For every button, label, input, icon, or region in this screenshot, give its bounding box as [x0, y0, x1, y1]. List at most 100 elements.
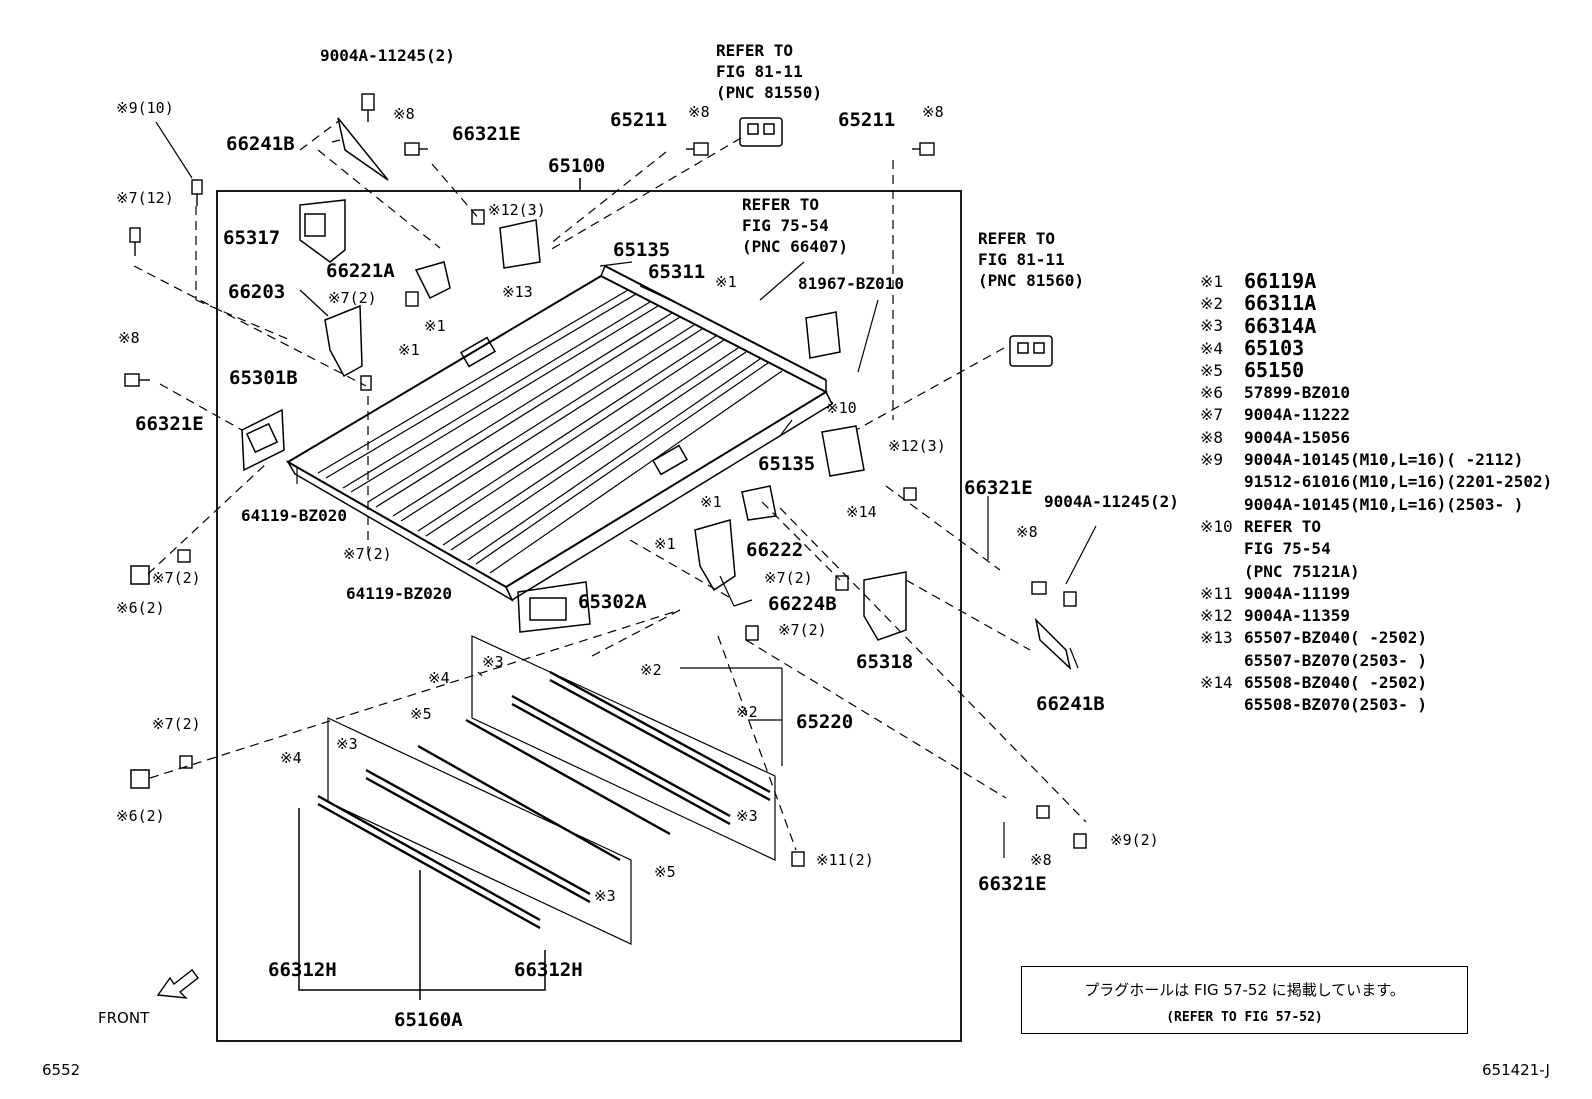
bracket-66221A	[414, 261, 451, 300]
label-65211-a: 65211	[610, 109, 668, 131]
legend-value: 65507-BZ070(2503- )	[1244, 650, 1428, 670]
legend-key: ※11	[1200, 583, 1233, 603]
pad-66241B-top	[337, 117, 389, 181]
legend-key: ※14	[1200, 672, 1233, 692]
label-65211-b: 65211	[838, 109, 896, 131]
label-k3-c: ※3	[736, 807, 758, 825]
label-66222: 66222	[746, 539, 804, 561]
label-k11-2: ※11(2)	[816, 851, 874, 869]
label-65317: 65317	[223, 227, 281, 249]
label-k4-a: ※4	[428, 669, 450, 687]
bracket-66407	[805, 311, 841, 359]
legend-row: 9004A-10145(M10,L=16)(2503- )	[1200, 493, 1552, 515]
label-65318: 65318	[856, 651, 914, 673]
rail-box-65160A	[327, 717, 632, 945]
legend-value: 66314A	[1244, 313, 1317, 338]
label-k7-2-e: ※7(2)	[778, 621, 827, 639]
label-k8-e: ※8	[1016, 523, 1038, 541]
legend-value: 9004A-15056	[1244, 427, 1350, 447]
legend-value: 65508-BZ070(2503- )	[1244, 695, 1428, 715]
label-k5-b: ※5	[654, 863, 676, 881]
label-k1-c: ※1	[398, 341, 420, 359]
label-81967-BZ010: 81967-BZ010	[798, 274, 904, 293]
legend-value: 66119A	[1244, 269, 1317, 294]
front-label: FRONT	[98, 1009, 150, 1027]
label-k8-f: ※8	[1030, 851, 1052, 869]
label-k3-a: ※3	[482, 653, 504, 671]
note-box: プラグホールは FIG 57-52 に掲載しています。 (REFER TO FI…	[1021, 966, 1468, 1034]
label-k7-2-f: ※7(2)	[152, 715, 201, 733]
legend-key: ※12	[1200, 606, 1233, 626]
legend-key: ※13	[1200, 628, 1233, 648]
legend-value: FIG 75-54	[1244, 539, 1331, 559]
legend-row: 91512-61016(M10,L=16)(2201-2502)	[1200, 471, 1552, 493]
label-65220: 65220	[796, 711, 854, 733]
legend-key: ※4	[1200, 338, 1224, 358]
legend-value: 91512-61016(M10,L=16)(2201-2502)	[1244, 472, 1553, 492]
label-65311: 65311	[648, 261, 706, 283]
label-65302A: 65302A	[578, 591, 647, 613]
label-66321E-top: 66321E	[452, 123, 521, 145]
legend-key: ※5	[1200, 360, 1224, 380]
legend-row: ※3 66314A	[1200, 313, 1552, 338]
label-k12-3-b: ※12(3)	[888, 437, 946, 455]
label-k7-2-b: ※7(2)	[343, 545, 392, 563]
bracket-65317	[299, 199, 346, 263]
floor-panel-65311	[285, 265, 833, 602]
legend-value: 65507-BZ040( -2502)	[1244, 628, 1428, 648]
label-k7-2-a: ※7(2)	[328, 289, 377, 307]
label-k2-b: ※2	[736, 703, 758, 721]
label-9004A-11245-right: 9004A-11245(2)	[1044, 492, 1179, 511]
hinge-13	[499, 219, 541, 269]
legend-key: ※9	[1200, 450, 1224, 470]
label-65100: 65100	[548, 155, 606, 177]
bracket-65318	[863, 571, 907, 641]
label-k3-d: ※3	[594, 887, 616, 905]
label-k8-d: ※8	[118, 329, 140, 347]
rail-box-65220	[471, 635, 776, 861]
label-65301B: 65301B	[229, 367, 298, 389]
label-k1-b: ※1	[424, 317, 446, 335]
note-english: (REFER TO FIG 57-52)	[1166, 1010, 1323, 1025]
legend-row: (PNC 75121A)	[1200, 560, 1552, 582]
legend-key: ※3	[1200, 316, 1224, 336]
label-64119-BZ020-a: 64119-BZ020	[241, 506, 347, 525]
legend-key: ※6	[1200, 383, 1224, 403]
legend-row: 65508-BZ070(2503- )	[1200, 694, 1552, 716]
legend-value: 66311A	[1244, 291, 1317, 316]
label-66321E-left: 66321E	[135, 413, 204, 435]
bolts	[124, 93, 1087, 867]
front-arrow	[156, 969, 199, 999]
label-65135-a: 65135	[613, 239, 671, 261]
bracket-66222	[741, 485, 777, 521]
label-9004A-11245-top: 9004A-11245(2)	[320, 46, 455, 65]
label-64119-BZ020-b: 64119-BZ020	[346, 584, 452, 603]
assembly-frame	[216, 190, 962, 1042]
legend-value: REFER TO	[1244, 516, 1322, 536]
label-k7-2-d: ※7(2)	[764, 569, 813, 587]
label-k9-2: ※9(2)	[1110, 831, 1159, 849]
label-k6-2-a: ※6(2)	[116, 599, 165, 617]
hinge-14	[821, 425, 865, 477]
plate-65302A	[517, 581, 591, 633]
bracket-66224B	[694, 519, 736, 592]
label-66312H-b: 66312H	[514, 959, 583, 981]
label-k8-a: ※8	[393, 105, 415, 123]
label-66203: 66203	[228, 281, 286, 303]
label-66221A: 66221A	[326, 260, 395, 282]
label-k13: ※13	[502, 283, 533, 301]
label-66224B: 66224B	[768, 593, 837, 615]
label-66241B-top: 66241B	[226, 133, 295, 155]
plate-65301B	[241, 408, 285, 472]
legend-value: 9004A-11359	[1244, 606, 1350, 626]
legend-key: ※7	[1200, 405, 1224, 425]
label-k14: ※14	[846, 503, 877, 521]
label-66312H-a: 66312H	[268, 959, 337, 981]
label-k7-2-c: ※7(2)	[152, 569, 201, 587]
